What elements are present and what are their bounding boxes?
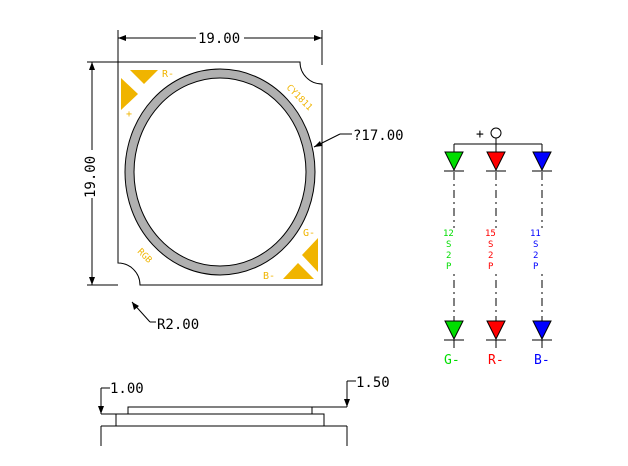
anode-symbol: +	[476, 127, 484, 142]
channel-red: 15 S 2 P R-	[484, 144, 506, 368]
pad-blue-negative	[283, 263, 314, 279]
led-blue-top	[532, 151, 552, 172]
green-config-line-3: 2	[446, 251, 451, 261]
left-dimension: 19.00	[82, 61, 118, 286]
pad-label-green-negative: G-	[303, 228, 315, 239]
radius-label: R2.00	[157, 317, 199, 333]
diameter-label: ?17.00	[353, 128, 404, 144]
pad-green-negative	[302, 238, 318, 272]
circuit-schematic: + 12 S 2 P G- 15 S	[442, 127, 552, 368]
width-dimension-label: 19.00	[198, 31, 240, 47]
anode-terminal	[490, 127, 502, 139]
red-config-line-4: P	[488, 262, 494, 272]
led-green-bottom	[444, 320, 464, 341]
emission-area	[124, 68, 316, 276]
channel-green: 12 S 2 P G-	[442, 144, 464, 368]
blue-negative-label: B-	[534, 353, 550, 368]
side-view: 1.00 1.50	[98, 375, 390, 446]
led-green-top	[444, 151, 464, 172]
height-dimension-label: 19.00	[83, 156, 99, 198]
red-config-line-3: 2	[488, 251, 493, 261]
side-view-encapsulant	[127, 406, 313, 415]
led-red-top	[486, 151, 506, 172]
side-view-substrate	[115, 413, 325, 427]
thickness-right-label: 1.50	[356, 375, 390, 391]
red-config-line-2: S	[488, 240, 493, 250]
pad-red-negative	[130, 70, 158, 84]
blue-config-line-4: P	[533, 262, 539, 272]
green-config-line-1: 12	[443, 229, 454, 239]
led-red-bottom	[486, 320, 506, 341]
green-config-line-2: S	[446, 240, 451, 250]
blue-config-line-2: S	[533, 240, 538, 250]
red-negative-label: R-	[488, 353, 504, 368]
led-blue-bottom	[532, 320, 552, 341]
pad-label-blue-negative: B-	[263, 271, 275, 282]
pad-plus	[121, 78, 138, 110]
pad-label-red-negative: R-	[162, 69, 174, 80]
substrate-outline	[117, 61, 323, 286]
top-dimension: 19.00	[117, 30, 323, 65]
thickness-left-label: 1.00	[110, 381, 144, 397]
pad-label-plus: +	[126, 109, 132, 120]
green-config-line-4: P	[446, 262, 452, 272]
blue-config-line-1: 11	[530, 229, 541, 239]
channel-blue: 11 S 2 P B-	[529, 144, 552, 368]
green-negative-label: G-	[444, 353, 460, 368]
diameter-callout: ?17.00	[313, 128, 404, 148]
substrate-marking-bottom: RGB	[135, 247, 154, 266]
blue-config-line-3: 2	[533, 251, 538, 261]
red-config-line-1: 15	[485, 229, 496, 239]
radius-callout: R2.00	[131, 301, 199, 333]
